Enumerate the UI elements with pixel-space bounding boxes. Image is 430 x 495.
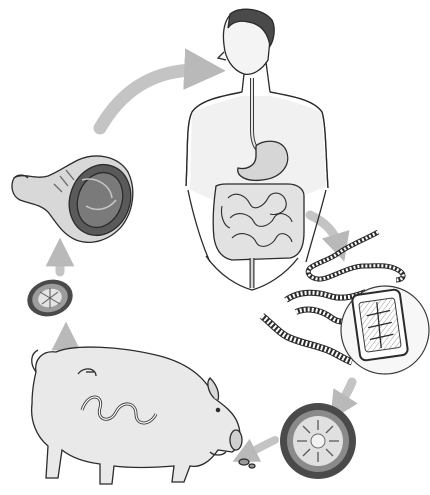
arrow-tapeworm-to-egg [338, 382, 352, 408]
pig-with-larva-icon [32, 347, 255, 484]
tapeworm-egg-icon [280, 403, 356, 479]
arrow-egg-to-pig [244, 440, 275, 456]
human-with-digestive-tract-icon [186, 9, 328, 290]
cysticercus-cyst-icon [23, 275, 77, 322]
raw-pork-ham-icon [12, 156, 141, 244]
